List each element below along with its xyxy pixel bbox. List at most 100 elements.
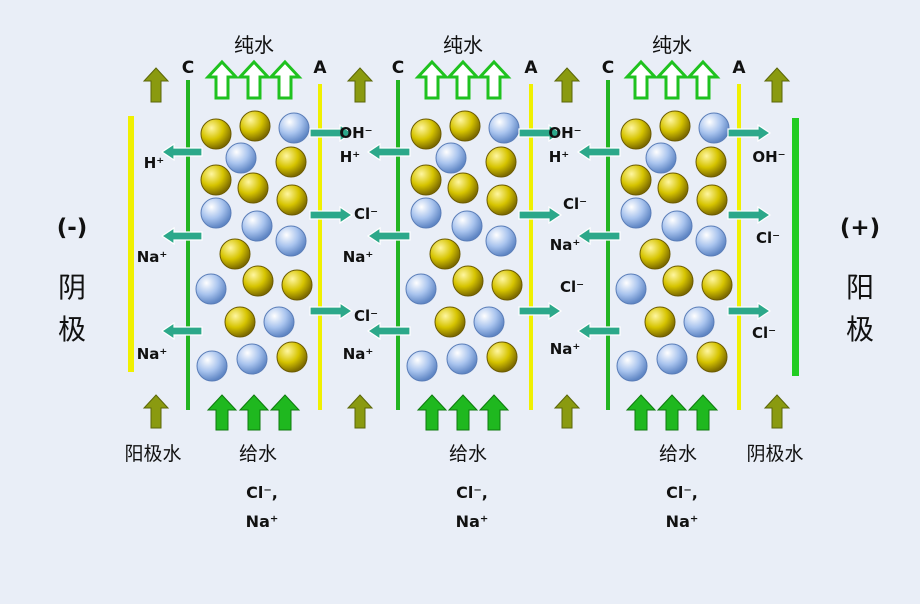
- resin-bead-yellow-2-16: [434, 306, 466, 338]
- electrode-water-cathode-side: 阳极水: [124, 443, 181, 465]
- resin-bead-blue-3-4: [645, 142, 677, 174]
- resin-bead-yellow-2-6: [410, 164, 442, 196]
- arrow-left-icon-h-plus-2: [366, 142, 411, 162]
- arrow-up-olive-icon-top-3: [553, 67, 581, 103]
- resin-bead-yellow-3-16: [644, 306, 676, 338]
- resin-bead-blue-1-10: [241, 210, 273, 242]
- feed-ions-sodium-2: Na⁺: [456, 512, 489, 531]
- arrow-up-outline-icon-3: [267, 59, 303, 100]
- resin-bead-blue-2-10: [451, 210, 483, 242]
- resin-bead-blue-2-19: [446, 343, 478, 375]
- resin-bead-blue-2-13: [405, 273, 437, 305]
- resin-bead-yellow-2-14: [452, 265, 484, 297]
- resin-bead-yellow-1-1: [200, 118, 232, 150]
- resin-bead-yellow-1-15: [281, 269, 313, 301]
- arrow-right-icon-cl-2: [309, 301, 354, 321]
- resin-bead-blue-1-4: [225, 142, 257, 174]
- resin-bead-blue-3-17: [683, 306, 715, 338]
- ion-label-chloride-6: Cl⁻: [752, 324, 776, 342]
- resin-bead-yellow-3-14: [662, 265, 694, 297]
- feed-ions-chloride-1: Cl⁻,: [246, 483, 278, 502]
- resin-bead-yellow-3-20: [696, 341, 728, 373]
- ion-label-hydroxide-3: OH⁻: [752, 148, 785, 166]
- arrow-left-icon-h-plus-3: [576, 142, 621, 162]
- resin-bead-blue-2-18: [406, 350, 438, 382]
- arrow-up-outline-icon-6: [476, 59, 512, 100]
- arrow-up-filled-icon-3: [269, 394, 301, 431]
- feed-ions-sodium-1: Na⁺: [246, 512, 279, 531]
- feed-water-label-2: 给水: [449, 443, 487, 465]
- cathode-sign: (-): [57, 215, 88, 241]
- ion-label-chloride-1: Cl⁻: [354, 205, 378, 223]
- resin-bead-yellow-1-12: [219, 238, 251, 270]
- arrow-up-outline-icon-7: [623, 59, 659, 100]
- anode-name-char-1: 阳: [846, 271, 874, 304]
- resin-bead-blue-1-3: [278, 112, 310, 144]
- arrow-right-icon-oh-1: [309, 123, 354, 143]
- arrow-right-icon-cl-4: [518, 301, 563, 321]
- membrane-label-a-1: A: [313, 58, 327, 78]
- arrow-up-olive-icon-bottom-2: [346, 394, 374, 429]
- resin-bead-yellow-1-5: [275, 146, 307, 178]
- ion-label-hydrogen-3: H⁺: [549, 148, 569, 166]
- anode-sign: (+): [840, 215, 880, 241]
- arrow-up-outline-icon-4: [414, 59, 450, 100]
- arrow-left-icon-h-plus-1: [160, 142, 203, 162]
- anion-membrane-1: [318, 84, 322, 410]
- arrow-left-icon-na-5: [576, 226, 621, 246]
- arrow-up-olive-icon-top-1: [142, 67, 170, 103]
- arrow-up-outline-icon-8: [654, 59, 690, 100]
- resin-bead-yellow-1-20: [276, 341, 308, 373]
- cation-membrane-1: [186, 80, 190, 410]
- arrow-up-filled-icon-8: [656, 394, 688, 431]
- resin-bead-yellow-1-6: [200, 164, 232, 196]
- membrane-label-a-2: A: [524, 58, 538, 78]
- arrow-up-filled-icon-9: [687, 394, 719, 431]
- resin-bead-blue-1-11: [275, 225, 307, 257]
- cathode-name-char-1: 阴: [58, 271, 86, 304]
- ion-label-hydrogen-2: H⁺: [340, 148, 360, 166]
- resin-bead-yellow-1-16: [224, 306, 256, 338]
- arrow-right-icon-oh-3: [727, 123, 772, 143]
- arrow-up-olive-icon-top-2: [346, 67, 374, 103]
- resin-bead-yellow-1-14: [242, 265, 274, 297]
- arrow-up-filled-icon-2: [238, 394, 270, 431]
- resin-bead-blue-3-19: [656, 343, 688, 375]
- resin-bead-blue-1-18: [196, 350, 228, 382]
- arrow-left-icon-na-1: [160, 226, 203, 246]
- membrane-label-c-3: C: [602, 58, 614, 78]
- resin-bead-yellow-3-1: [620, 118, 652, 150]
- ion-label-sodium-5: Na⁺: [550, 236, 581, 254]
- arrow-left-icon-na-2: [366, 226, 411, 246]
- ion-label-hydroxide-1: OH⁻: [339, 124, 372, 142]
- resin-bead-yellow-2-5: [485, 146, 517, 178]
- resin-bead-blue-3-3: [698, 112, 730, 144]
- resin-bead-yellow-3-2: [659, 110, 691, 142]
- arrow-right-icon-cl-1: [309, 205, 354, 225]
- arrow-up-filled-icon-5: [447, 394, 479, 431]
- anion-membrane-2: [529, 84, 533, 410]
- resin-bead-blue-3-10: [661, 210, 693, 242]
- ion-label-hydroxide-2: OH⁻: [548, 124, 581, 142]
- cation-membrane-3: [606, 80, 610, 410]
- cathode-electrode: [128, 116, 134, 372]
- resin-bead-yellow-3-15: [701, 269, 733, 301]
- feed-water-label-3: 给水: [659, 443, 697, 465]
- resin-bead-yellow-1-7: [237, 172, 269, 204]
- resin-bead-blue-3-18: [616, 350, 648, 382]
- resin-bead-yellow-2-1: [410, 118, 442, 150]
- resin-bead-yellow-1-8: [276, 184, 308, 216]
- resin-bead-blue-2-11: [485, 225, 517, 257]
- resin-bead-yellow-2-20: [486, 341, 518, 373]
- resin-bead-yellow-1-2: [239, 110, 271, 142]
- resin-bead-yellow-3-5: [695, 146, 727, 178]
- ion-label-hydrogen-1: H⁺: [144, 154, 164, 172]
- cation-membrane-2: [396, 80, 400, 410]
- arrow-up-olive-icon-bottom-1: [142, 394, 170, 429]
- ion-label-chloride-4: Cl⁻: [560, 278, 584, 296]
- ion-label-sodium-6: Na⁺: [550, 340, 581, 358]
- product-water-label-3: 纯水: [652, 33, 692, 57]
- anode-name-char-2: 极: [846, 313, 874, 346]
- resin-bead-yellow-3-12: [639, 238, 671, 270]
